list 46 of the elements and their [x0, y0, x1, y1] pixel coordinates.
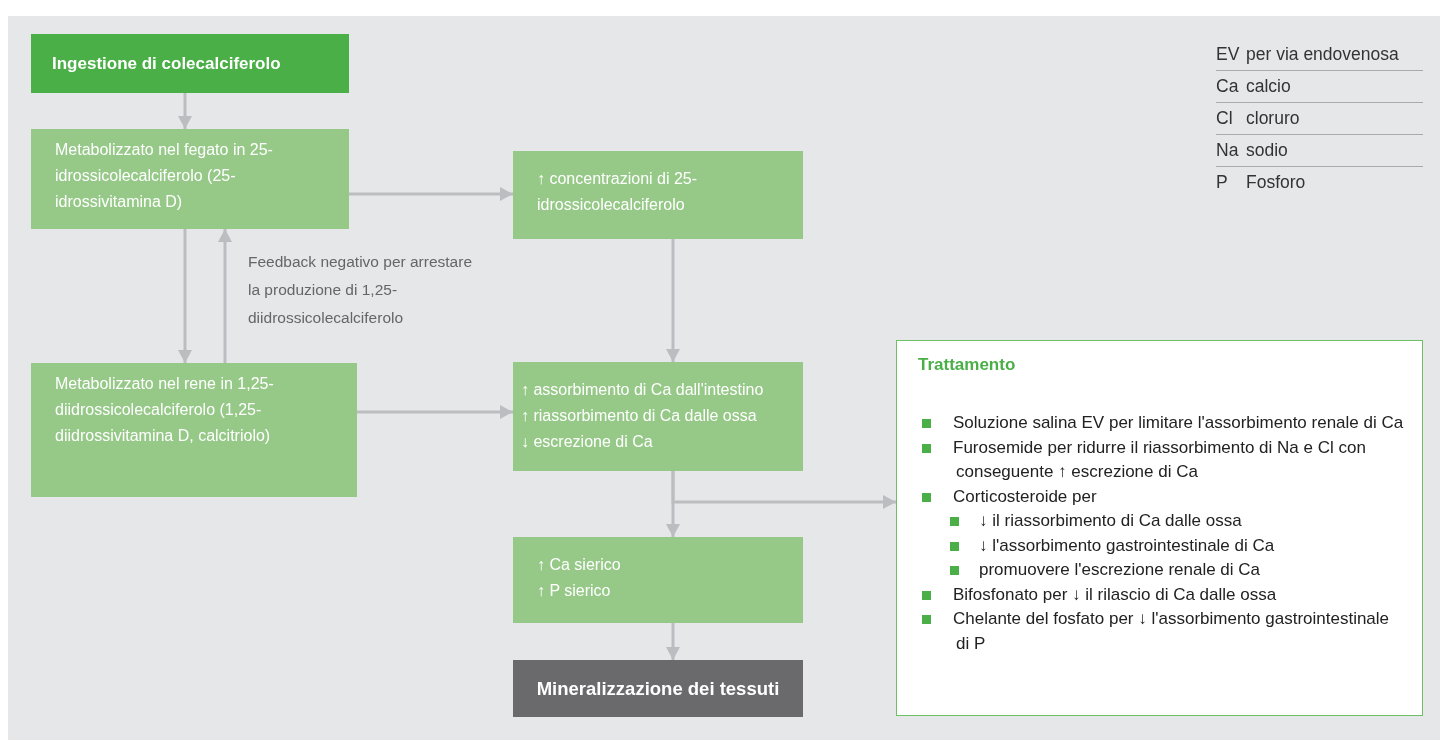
node-text: ↓ escrezione di Ca: [521, 432, 654, 452]
node-text: Mineralizzazione dei tessuti: [536, 676, 780, 701]
table-cell-text: Na: [1216, 140, 1240, 161]
outcome-box: [513, 660, 803, 717]
arrow: [666, 623, 680, 660]
arrow: [349, 187, 513, 201]
arrow: [357, 405, 513, 419]
process-box: [31, 129, 349, 229]
panel-heading: Trattamento: [918, 354, 1017, 376]
process-box: [31, 363, 357, 497]
table-cell-text: P: [1216, 172, 1229, 193]
treatment-panel: [896, 340, 1423, 716]
arrow: [666, 239, 680, 362]
process-box: [31, 34, 349, 93]
list-item-text: Bifosfonato per ↓ il rilascio di Ca dalle ossa: [953, 583, 1278, 606]
arrow: [178, 229, 192, 363]
list-item-text: Furosemide per ridurre il riassorbimento di Na e Cl con conseguente ↑ escrezione di Ca: [953, 436, 1367, 483]
table-cell-text: per via endovenosa: [1246, 44, 1400, 65]
node-text: ↑ riassorbimento di Ca dalle ossa: [521, 406, 758, 426]
node-text: Metabolizzato nel fegato in 25-idrossicolecalciferolo (25-idrossivitamina D): [55, 140, 274, 212]
table-cell-text: cloruro: [1246, 108, 1301, 129]
arrow: [671, 471, 896, 509]
list-item-text: Soluzione salina EV per limitare l'assorbimento renale di Ca: [953, 412, 1405, 434]
arrow: [218, 229, 232, 363]
node-text: ↑ concentrazioni di 25-idrossicolecalciferolo: [537, 169, 699, 215]
process-box: [513, 362, 803, 471]
table-cell-text: sodio: [1246, 140, 1289, 161]
node-text: Metabolizzato nel rene in 1,25-diidrossicolecalciferolo (1,25-diidrossivitamina D, calcitriolo): [55, 374, 275, 446]
node-text: ↑ assorbimento di Ca dall'intestino: [521, 380, 765, 400]
table-cell-text: EV: [1216, 44, 1241, 65]
list-item-text: ↓ il riassorbimento di Ca dalle ossa: [979, 510, 1243, 532]
arrow: [178, 93, 192, 129]
table-cell-text: Ca: [1216, 76, 1240, 97]
table-cell-text: Fosforo: [1246, 172, 1307, 193]
table-cell-text: Cl: [1216, 108, 1234, 129]
list-item-text: Corticosteroide per: [953, 485, 1098, 508]
process-box: [513, 151, 803, 239]
process-box: [513, 537, 803, 623]
node-text: ↑ P sierico: [537, 581, 612, 601]
list-item-text: promuovere l'escrezione renale di Ca: [979, 559, 1262, 581]
list-item-text: ↓ l'assorbimento gastrointestinale di Ca: [979, 534, 1276, 557]
list-item-text: Chelante del fosfato per ↓ l'assorbimento gastrointestinale di P: [953, 608, 1391, 655]
table-cell-text: calcio: [1246, 76, 1292, 97]
edge-label: Feedback negativo per arrestare la produzione di 1,25-diidrossicolecalciferolo: [248, 252, 474, 328]
node-text: ↑ Ca sierico: [537, 555, 622, 575]
node-text: Ingestione di colecalciferolo: [52, 52, 281, 75]
